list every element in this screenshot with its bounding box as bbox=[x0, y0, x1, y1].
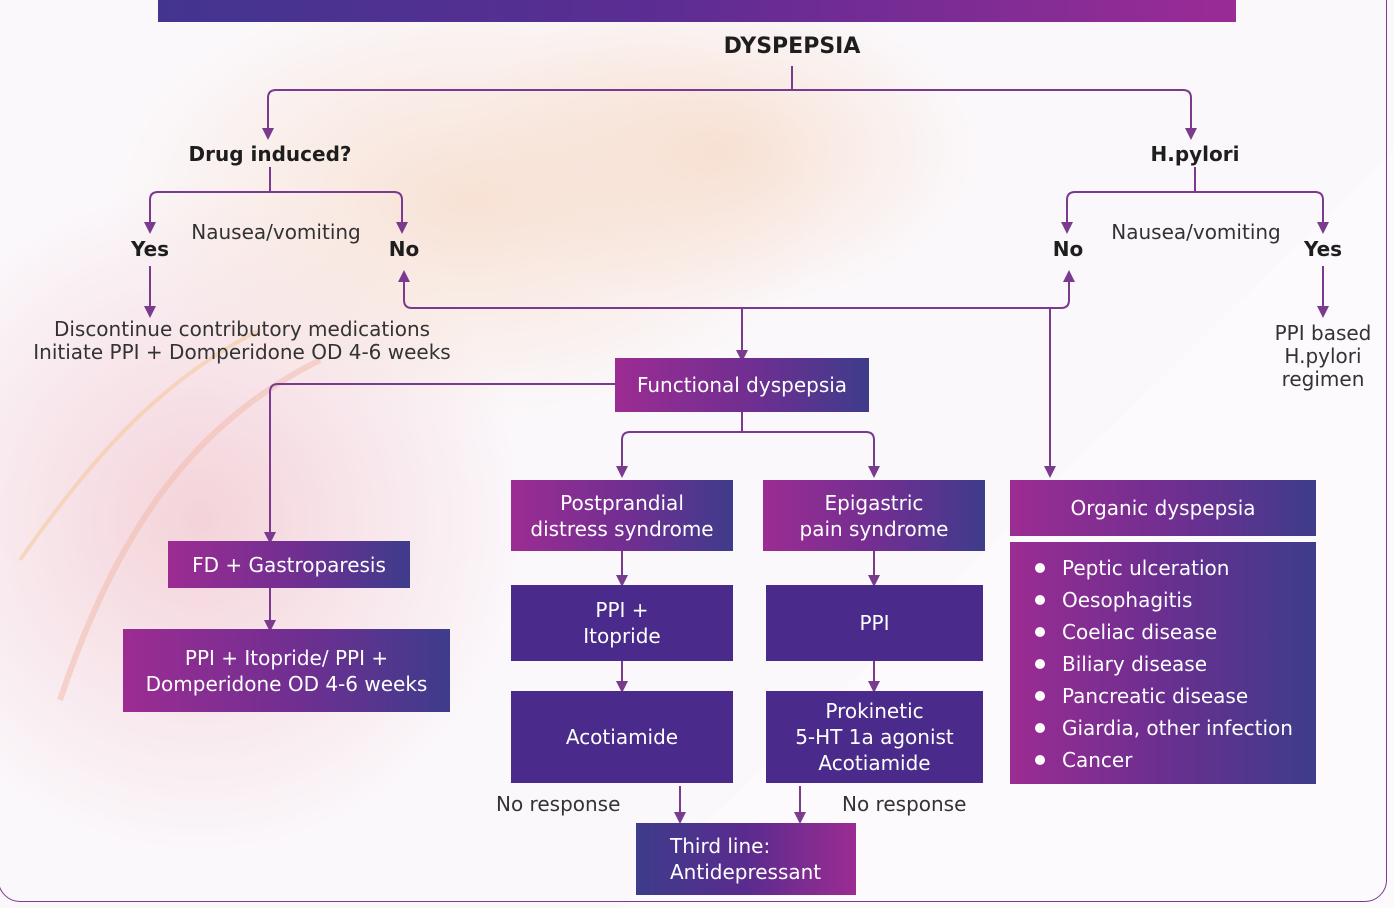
third-line-line1: Third line: bbox=[670, 834, 771, 858]
eps-title-line2: pain syndrome bbox=[799, 516, 949, 541]
third-line-box: Third line: Antidepressant bbox=[636, 823, 856, 895]
pds-step1-line2: Itopride bbox=[583, 624, 661, 648]
right-no-label: No bbox=[1052, 237, 1084, 261]
fd-treatment-line2: Domperidone OD 4-6 weeks bbox=[145, 671, 428, 696]
right-yes-action-line1: PPI based bbox=[1274, 321, 1372, 345]
pds-step1-line1: PPI + bbox=[595, 598, 649, 622]
pds-title-line1: Postprandial bbox=[560, 490, 684, 515]
organic-cause-item: Pancreatic disease bbox=[1032, 680, 1316, 712]
right-yes-action-line2: H.pylori bbox=[1284, 344, 1362, 368]
header-banner bbox=[158, 0, 1236, 22]
organic-cause-item: Giardia, other infection bbox=[1032, 712, 1316, 744]
organic-dyspepsia-box: Organic dyspepsia bbox=[1010, 480, 1316, 536]
eps-prokinetic-box: Prokinetic 5-HT 1a agonist Acotiamide bbox=[766, 691, 983, 783]
eps-no-response-label: No response bbox=[842, 792, 967, 816]
eps-ppi-box: PPI bbox=[766, 585, 983, 661]
left-yes-action-line1: Discontinue contributory medications bbox=[53, 317, 431, 341]
fd-treatment-line1: PPI + Itopride/ PPI + bbox=[184, 645, 389, 670]
pds-acotiamide-box: Acotiamide bbox=[511, 691, 733, 783]
functional-dyspepsia-box: Functional dyspepsia bbox=[615, 358, 869, 412]
pds-title-line2: distress syndrome bbox=[530, 516, 714, 541]
root-label-dyspepsia: DYSPEPSIA bbox=[723, 34, 861, 59]
hpylori-question: H.pylori bbox=[1150, 142, 1240, 166]
eps-step2-line3: Acotiamide bbox=[818, 751, 931, 775]
pds-ppi-itopride-box: PPI + Itopride bbox=[511, 585, 733, 661]
left-nausea-label: Nausea/vomiting bbox=[191, 220, 361, 244]
postprandial-distress-box: Postprandial distress syndrome bbox=[511, 480, 733, 551]
organic-cause-item: Peptic ulceration bbox=[1032, 552, 1316, 584]
organic-cause-item: Oesophagitis bbox=[1032, 584, 1316, 616]
fd-treatment-box: PPI + Itopride/ PPI + Domperidone OD 4-6… bbox=[123, 629, 450, 712]
organic-causes-list: Peptic ulceration Oesophagitis Coeliac d… bbox=[1010, 542, 1316, 784]
organic-cause-item: Biliary disease bbox=[1032, 648, 1316, 680]
fd-gastroparesis-box: FD + Gastroparesis bbox=[168, 541, 410, 588]
right-nausea-label: Nausea/vomiting bbox=[1111, 220, 1281, 244]
right-yes-action-line3: regimen bbox=[1281, 367, 1365, 391]
eps-step2-line1: Prokinetic bbox=[825, 699, 924, 723]
drug-induced-question: Drug induced? bbox=[188, 142, 352, 166]
left-no-label: No bbox=[388, 237, 420, 261]
epigastric-pain-box: Epigastric pain syndrome bbox=[763, 480, 985, 551]
right-yes-label: Yes bbox=[1303, 237, 1343, 261]
organic-cause-item: Cancer bbox=[1032, 744, 1316, 776]
third-line-line2: Antidepressant bbox=[670, 860, 822, 884]
left-yes-label: Yes bbox=[130, 237, 170, 261]
right-yes-action: PPI based H.pylori regimen bbox=[1250, 322, 1394, 391]
left-yes-action-line2: Initiate PPI + Domperidone OD 4-6 weeks bbox=[33, 340, 451, 364]
organic-cause-item: Coeliac disease bbox=[1032, 616, 1316, 648]
eps-title-line1: Epigastric bbox=[824, 490, 924, 515]
left-yes-action: Discontinue contributory medications Ini… bbox=[12, 318, 472, 364]
eps-step2-line2: 5-HT 1a agonist bbox=[795, 725, 954, 749]
pds-no-response-label: No response bbox=[496, 792, 621, 816]
